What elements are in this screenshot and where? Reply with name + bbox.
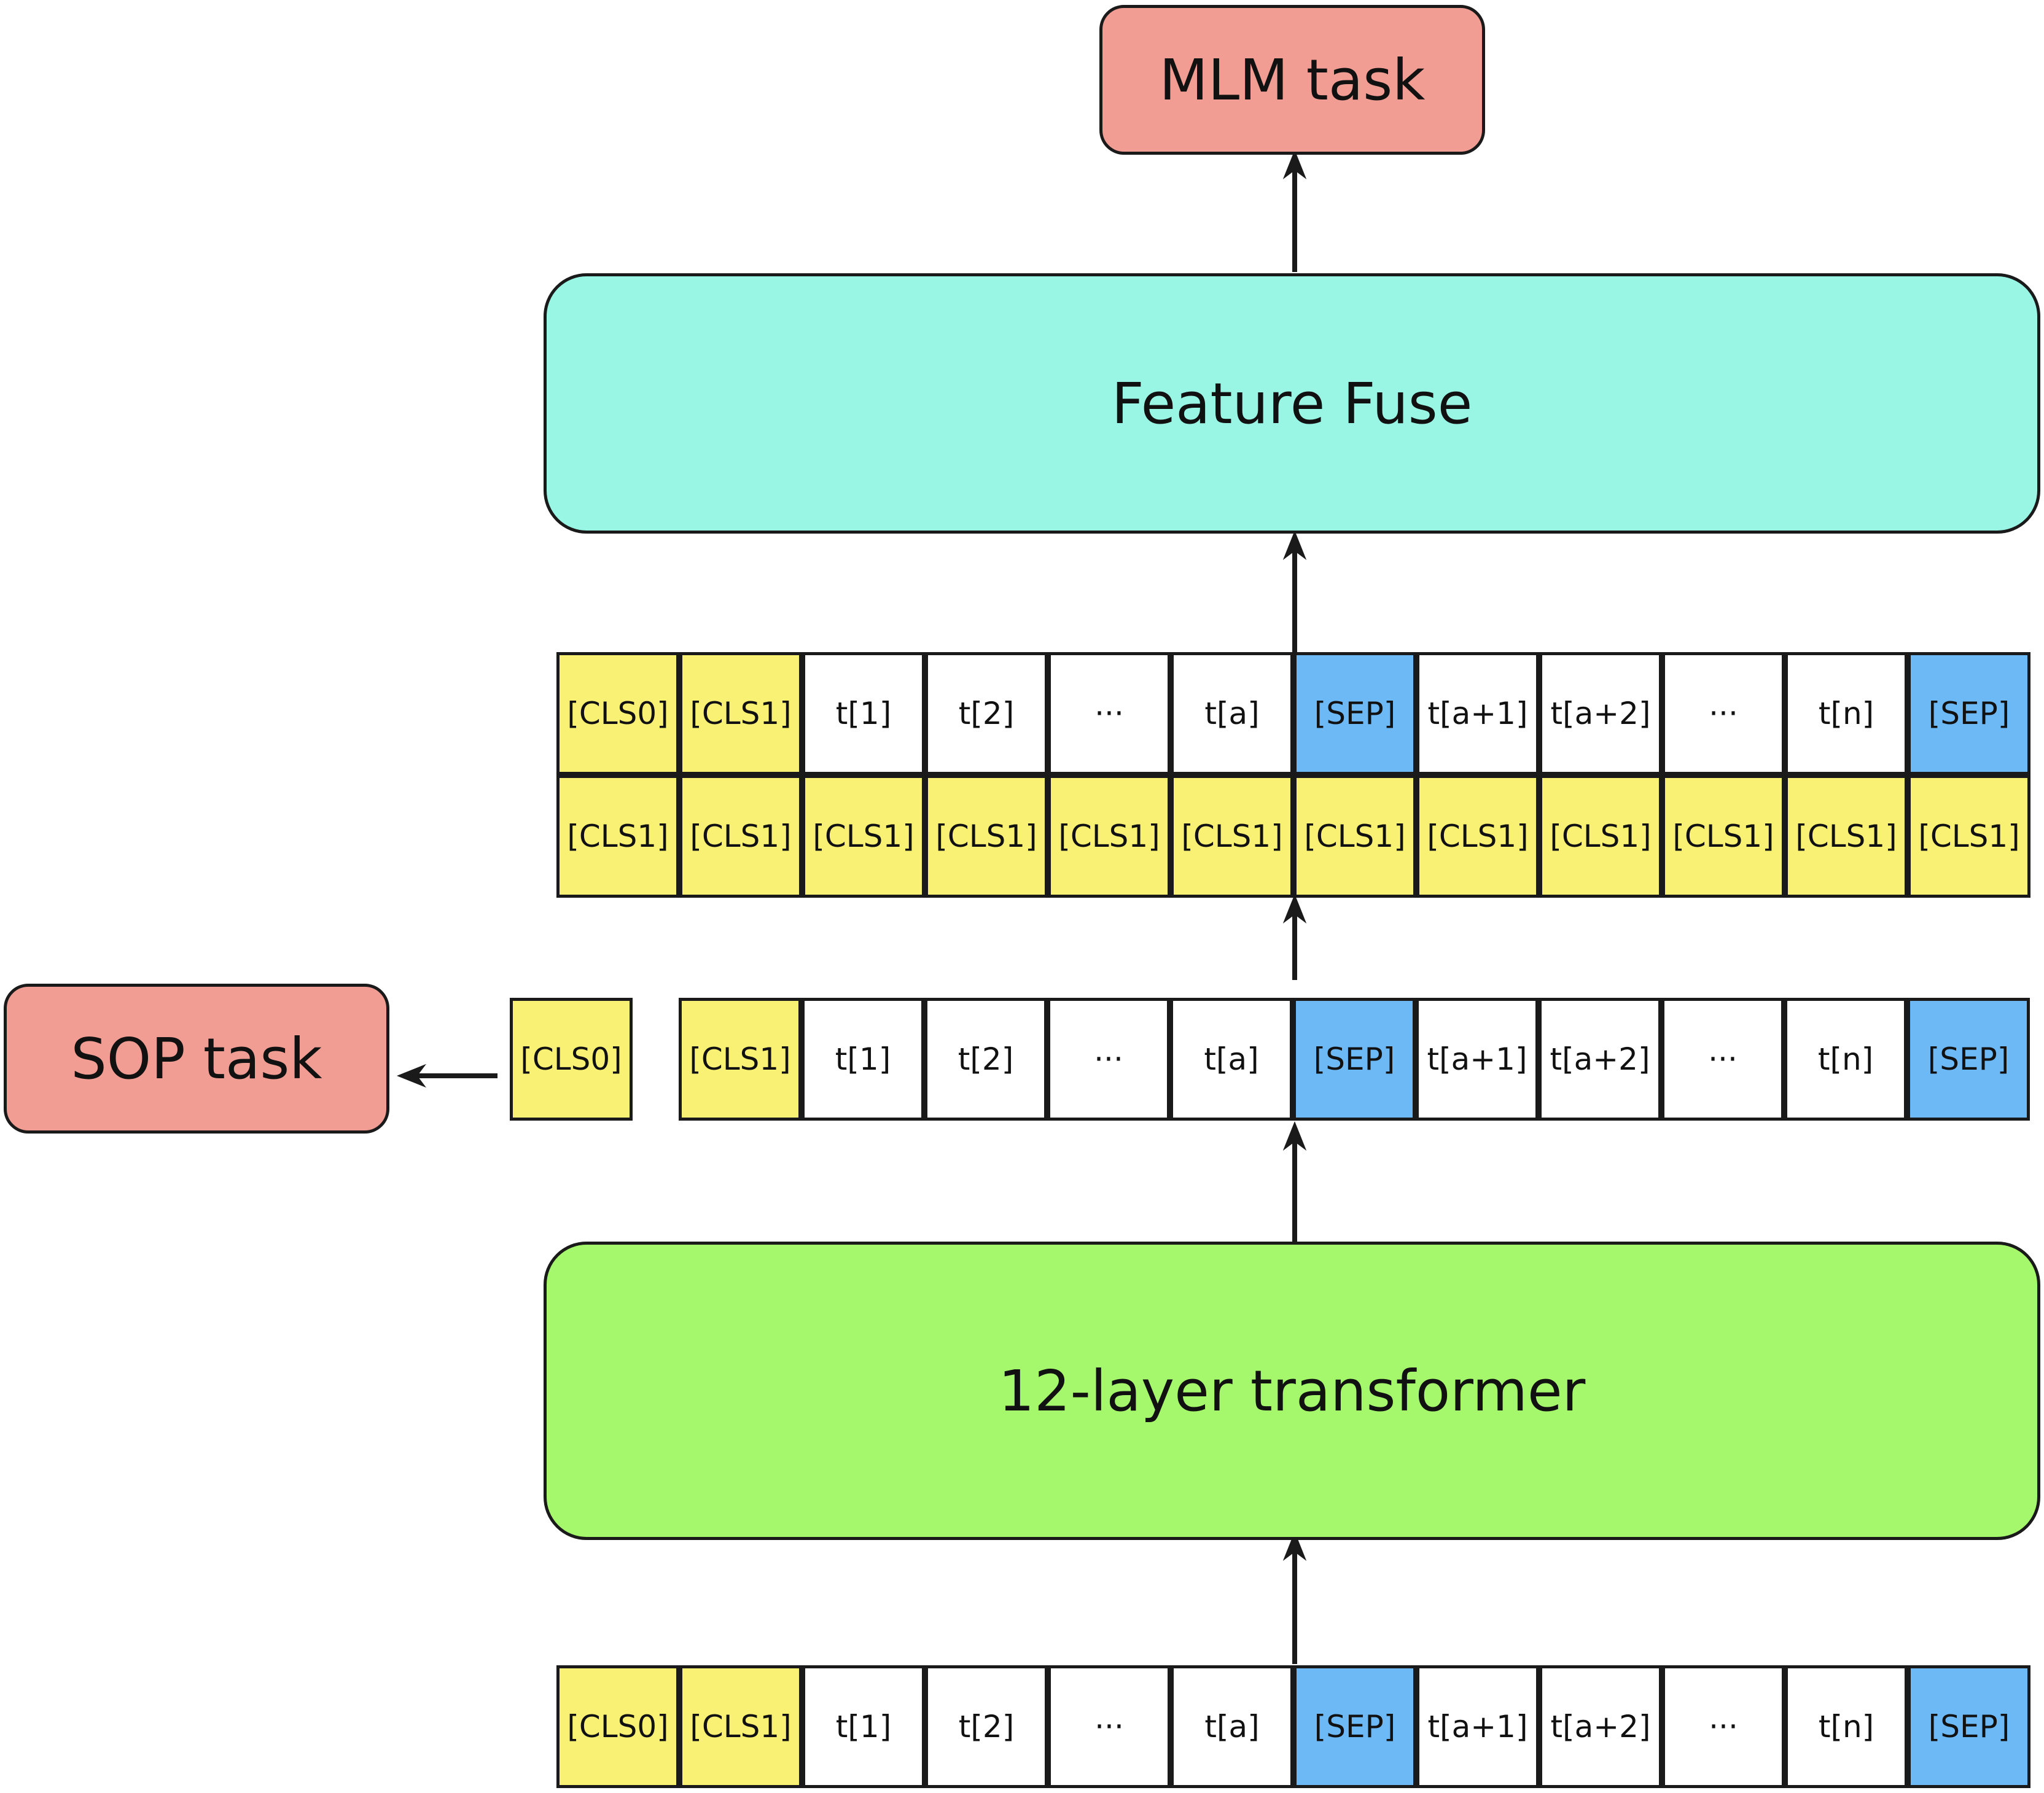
token-cell: t[a] (1170, 998, 1293, 1121)
token-cell: [CLS1] (1171, 775, 1293, 898)
token-cell: [CLS1] (556, 775, 679, 898)
sop-task-box: SOP task (4, 984, 389, 1134)
token-cell: [SEP] (1293, 998, 1416, 1121)
token-cell: [CLS1] (679, 1665, 802, 1788)
sop-cls0-label: [CLS0] (520, 1041, 622, 1077)
token-cell: [CLS1] (1908, 775, 2030, 898)
token-cell: t[a+1] (1416, 998, 1539, 1121)
token-cell: [CLS1] (1785, 775, 1908, 898)
token-cell: t[a+2] (1539, 998, 1661, 1121)
token-cell: t[n] (1785, 652, 1908, 775)
token-cell: t[a+2] (1539, 1665, 1662, 1788)
sop-cls0-token: [CLS0] (510, 998, 633, 1121)
token-cell: t[a+2] (1539, 652, 1662, 775)
transformer-box: 12-layer transformer (544, 1242, 2040, 1540)
token-cell: t[n] (1785, 1665, 1908, 1788)
fuse-cls1-row: [CLS1][CLS1][CLS1][CLS1][CLS1][CLS1][CLS… (556, 775, 2030, 898)
token-cell: t[a] (1171, 1665, 1293, 1788)
token-cell: [CLS1] (679, 775, 802, 898)
sop-task-label: SOP task (71, 1025, 322, 1092)
token-cell: t[a+1] (1416, 1665, 1539, 1788)
token-cell: [CLS1] (802, 775, 925, 898)
token-cell: t[1] (802, 998, 924, 1121)
transformer-label: 12-layer transformer (998, 1358, 1586, 1424)
feature-fuse-box: Feature Fuse (544, 273, 2040, 534)
token-cell: t[1] (802, 652, 925, 775)
token-cell: [CLS0] (556, 1665, 679, 1788)
token-cell: [CLS1] (925, 775, 1048, 898)
token-cell: ··· (1662, 652, 1785, 775)
token-cell: ··· (1048, 652, 1171, 775)
token-cell: t[a+1] (1416, 652, 1539, 775)
token-cell: t[2] (924, 998, 1047, 1121)
token-cell: [CLS1] (1293, 775, 1416, 898)
token-cell: ··· (1048, 1665, 1171, 1788)
token-cell: [CLS1] (1416, 775, 1539, 898)
token-cell: [CLS1] (679, 998, 802, 1121)
token-cell: ··· (1047, 998, 1170, 1121)
output-token-row: [CLS1]t[1]t[2]···t[a][SEP]t[a+1]t[a+2]··… (679, 998, 2030, 1121)
mlm-task-box: MLM task (1099, 5, 1485, 155)
token-cell: [CLS1] (1662, 775, 1785, 898)
feature-fuse-label: Feature Fuse (1111, 370, 1473, 437)
token-cell: t[2] (925, 652, 1048, 775)
token-cell: [CLS1] (679, 652, 802, 775)
token-cell: [SEP] (1293, 1665, 1416, 1788)
token-cell: t[n] (1784, 998, 1907, 1121)
token-cell: [SEP] (1908, 1665, 2030, 1788)
fuse-token-row: [CLS0][CLS1]t[1]t[2]···t[a][SEP]t[a+1]t[… (556, 652, 2030, 775)
token-cell: [CLS1] (1539, 775, 1662, 898)
token-cell: t[1] (802, 1665, 925, 1788)
token-cell: [SEP] (1908, 652, 2030, 775)
token-cell: t[a] (1171, 652, 1293, 775)
token-cell: [SEP] (1907, 998, 2030, 1121)
token-cell: ··· (1662, 1665, 1785, 1788)
token-cell: ··· (1661, 998, 1784, 1121)
input-token-row: [CLS0][CLS1]t[1]t[2]···t[a][SEP]t[a+1]t[… (556, 1665, 2030, 1788)
mlm-task-label: MLM task (1159, 47, 1426, 113)
token-cell: [CLS1] (1048, 775, 1171, 898)
token-cell: t[2] (925, 1665, 1048, 1788)
token-cell: [SEP] (1293, 652, 1416, 775)
token-cell: [CLS0] (556, 652, 679, 775)
